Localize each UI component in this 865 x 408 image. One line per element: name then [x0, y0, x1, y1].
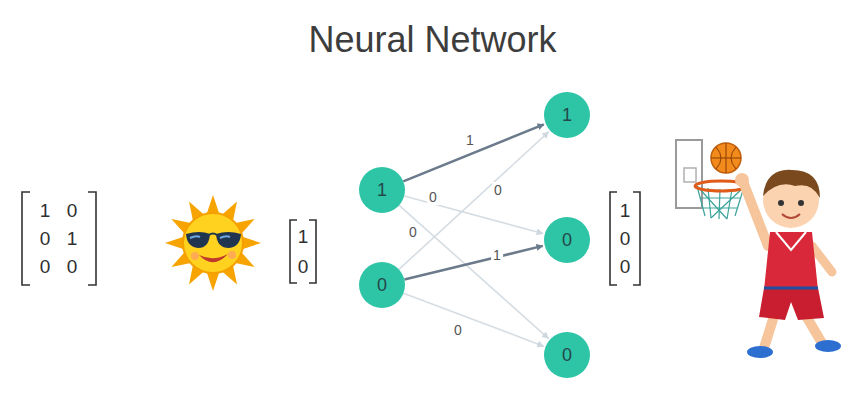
matrix-entry: 1 [620, 201, 631, 220]
weight-label: 1 [491, 247, 503, 263]
basketball-illustration [676, 140, 841, 358]
matrix-entry: 0 [67, 201, 78, 220]
weight-label: 0 [407, 224, 419, 240]
neuron-circle: 0 [359, 262, 405, 308]
matrix-entry: 0 [620, 257, 631, 276]
neuron-circle: 0 [544, 217, 590, 263]
neuron-value: 1 [377, 181, 387, 199]
neuron-value: 0 [562, 346, 572, 364]
matrix-entry: 0 [40, 257, 51, 276]
diagram-title: Neural Network [0, 18, 865, 61]
matrix-entry: 0 [620, 229, 631, 248]
neuron-value: 0 [562, 231, 572, 249]
weight-label: 0 [427, 189, 439, 205]
neuron-circle: 0 [544, 332, 590, 378]
matrix-entry: 0 [298, 257, 309, 276]
neuron-value: 1 [562, 106, 572, 124]
weight-label: 1 [464, 132, 476, 148]
matrix-entry: 1 [40, 201, 51, 220]
weight-connection [404, 293, 544, 346]
weight-label: 0 [492, 182, 504, 198]
matrix-entry: 1 [67, 229, 78, 248]
neuron-circle: 1 [544, 92, 590, 138]
neuron-value: 0 [377, 276, 387, 294]
weight-label: 0 [452, 322, 464, 338]
matrix-entry: 0 [67, 257, 78, 276]
weight-connection [403, 124, 544, 181]
weight-connection [404, 246, 542, 280]
matrix-entry: 0 [40, 229, 51, 248]
weight-connection [399, 205, 548, 338]
sun-illustration [165, 195, 261, 291]
matrix-brackets [22, 192, 640, 285]
neuron-circle: 1 [359, 167, 405, 213]
matrix-entry: 1 [298, 227, 309, 246]
